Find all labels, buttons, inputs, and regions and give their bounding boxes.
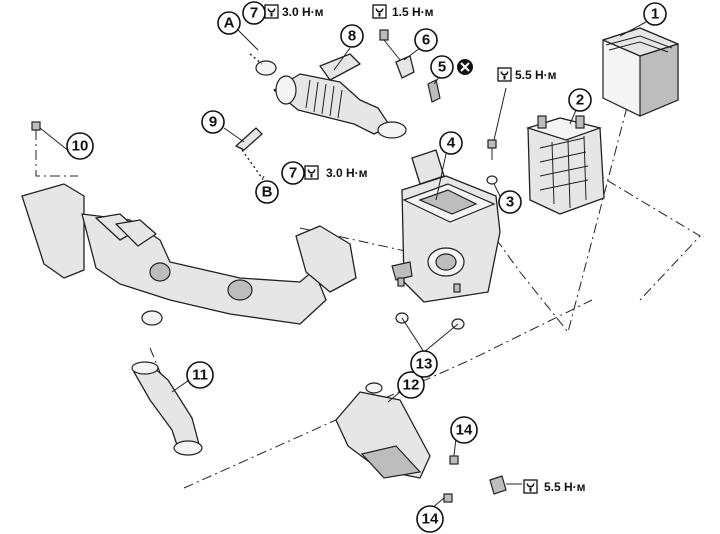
leader-torque-right — [493, 87, 507, 141]
callout-10: 10 — [66, 132, 94, 160]
do-not-reuse-x-icon — [457, 59, 473, 75]
svg-text:2: 2 — [576, 92, 584, 109]
callout-4: 4 — [439, 131, 463, 155]
resonator-box — [525, 115, 605, 215]
assembly-boundary-line — [35, 130, 78, 177]
callout-3: 3 — [498, 190, 522, 214]
svg-text:13: 13 — [416, 356, 433, 373]
torque-wrench-icon — [264, 4, 279, 19]
assembly-boundary-line — [487, 87, 633, 334]
svg-text:11: 11 — [192, 367, 208, 384]
leader-12 — [387, 391, 401, 403]
svg-text:14: 14 — [456, 422, 473, 439]
leader-10 — [39, 127, 71, 153]
hose-connection-dots — [241, 149, 263, 179]
intake-air-duct — [273, 53, 391, 135]
callout-B: B — [255, 180, 279, 204]
svg-text:9: 9 — [209, 114, 217, 131]
torque-label-mid-7: 3.0 Н·м — [326, 166, 368, 180]
callout-2: 2 — [568, 88, 592, 112]
air-cleaner-case — [391, 149, 501, 303]
svg-text:12: 12 — [403, 377, 420, 394]
callout-6: 6 — [414, 28, 438, 52]
callout-5: 5 — [430, 55, 454, 79]
callout-7-mid: 7 — [281, 161, 305, 185]
svg-text:14: 14 — [422, 511, 439, 528]
screw — [31, 121, 41, 131]
svg-text:B: B — [262, 184, 273, 201]
hose-clamp-mid — [377, 121, 407, 139]
assembly-boundary-line — [183, 299, 593, 489]
leader-9 — [223, 127, 245, 143]
svg-text:7: 7 — [289, 165, 297, 182]
svg-text:3: 3 — [506, 194, 514, 211]
svg-text:A: A — [224, 15, 235, 32]
mounting-bolt — [486, 139, 498, 185]
leader-6 — [403, 47, 421, 61]
svg-text:10: 10 — [72, 138, 89, 155]
callout-7-top: 7 — [242, 1, 266, 25]
callout-1: 1 — [643, 2, 667, 26]
callout-11: 11 — [186, 361, 214, 389]
svg-text:4: 4 — [447, 135, 456, 152]
elbow-duct — [131, 361, 203, 456]
svg-text:1: 1 — [651, 6, 659, 23]
torque-wrench-icon — [304, 165, 319, 180]
svg-text:5: 5 — [438, 59, 446, 76]
torque-label-top-6: 1.5 Н·м — [392, 5, 434, 19]
torque-label-top-7: 3.0 Н·м — [282, 5, 324, 19]
leader-4 — [435, 153, 447, 201]
svg-text:7: 7 — [250, 5, 258, 22]
callout-8: 8 — [340, 24, 364, 48]
arrow-b — [261, 175, 265, 181]
callout-A: A — [217, 11, 241, 35]
torque-wrench-icon — [497, 67, 512, 82]
callout-14-bottom: 14 — [416, 505, 444, 533]
air-inlet-duct — [21, 183, 357, 326]
leader-1 — [619, 21, 647, 37]
leader-8 — [333, 47, 351, 71]
small-hose — [235, 127, 263, 151]
leader-3 — [493, 183, 501, 197]
sensor-bracket — [379, 29, 415, 79]
svg-text:6: 6 — [422, 32, 430, 49]
callout-13: 13 — [410, 350, 438, 378]
torque-label-bottom: 5.5 Н·м — [544, 480, 586, 494]
torque-label-right: 5.5 Н·м — [515, 68, 557, 82]
callout-9: 9 — [201, 110, 225, 134]
torque-wrench-icon — [372, 4, 387, 19]
sensor-plug — [427, 79, 441, 103]
assembly-boundary-line — [589, 169, 701, 301]
leader-14 — [453, 437, 457, 457]
air-filter-element — [602, 27, 679, 117]
callout-14-top: 14 — [450, 416, 478, 444]
lower-resonator — [335, 382, 431, 479]
svg-text:8: 8 — [348, 28, 356, 45]
hose-clamp-top — [255, 60, 277, 76]
leader-2 — [569, 109, 577, 125]
arrow-a — [237, 29, 259, 51]
callout-12: 12 — [397, 371, 425, 399]
torque-wrench-icon — [523, 479, 538, 494]
